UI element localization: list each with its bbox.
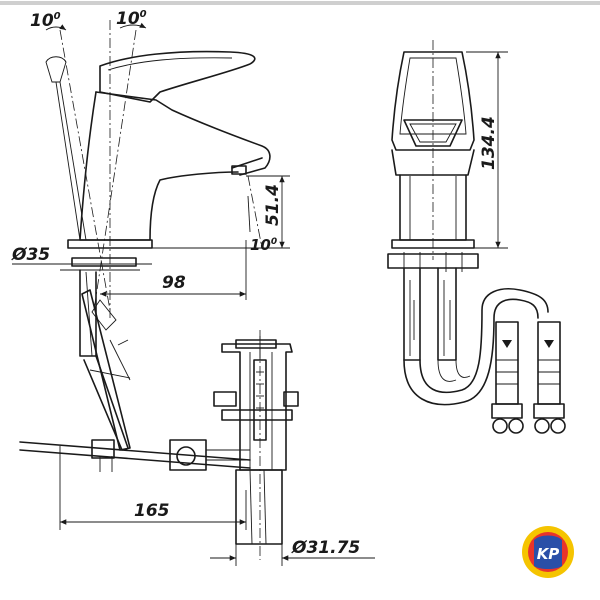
rod-length-label: 165	[134, 501, 170, 521]
flexible-hoses	[403, 288, 566, 434]
angle-right-label: 100	[116, 9, 147, 29]
spout-reach-dimension	[100, 240, 247, 300]
spout-angle-label: 100	[250, 236, 277, 254]
logo-text: KP	[537, 545, 560, 563]
waste-diameter-label: Ø31.75	[291, 538, 360, 558]
base-diameter-dimension	[12, 257, 152, 271]
faucet-front-view	[387, 40, 479, 361]
base-diameter-label: Ø35	[11, 245, 50, 265]
total-height-label: 134.4	[479, 116, 499, 170]
rod-length-dimension	[59, 446, 247, 530]
angle-left-label: 100	[30, 11, 61, 31]
waste-diameter-dimension	[210, 544, 375, 566]
faucet-side-view	[45, 20, 271, 320]
spout-height-label: 51.4	[263, 184, 283, 226]
brand-logo: KP	[522, 526, 574, 578]
lift-rod-linkage	[19, 269, 251, 472]
spout-reach-label: 98	[162, 273, 186, 293]
pop-up-waste	[169, 330, 299, 560]
spout-height-dimension	[150, 175, 290, 249]
total-height-dimension	[466, 51, 508, 249]
